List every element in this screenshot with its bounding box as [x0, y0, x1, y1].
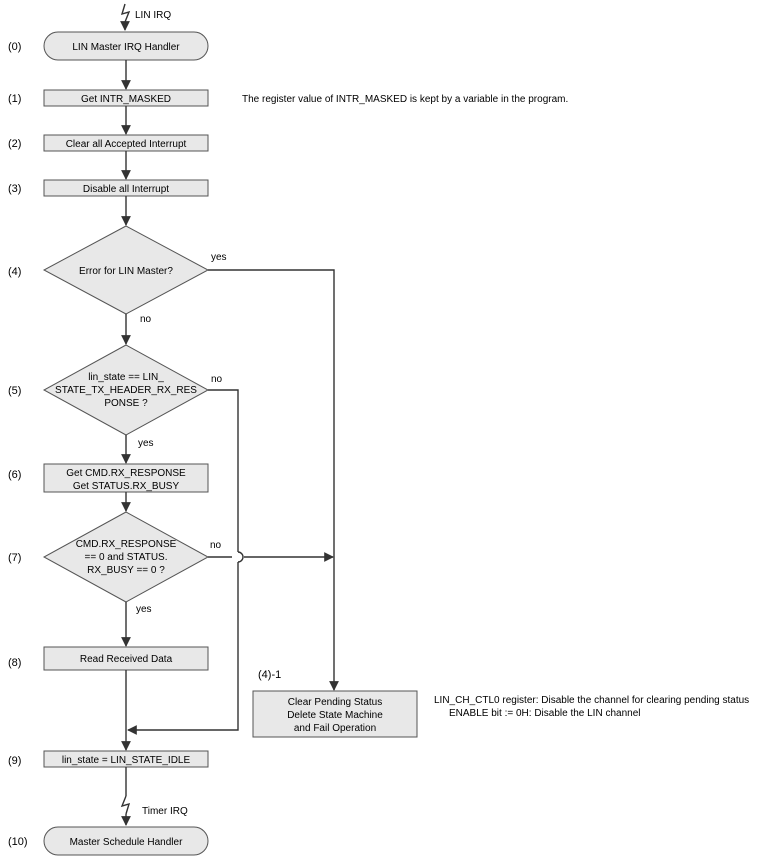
- step-10-label: (10): [8, 836, 28, 848]
- step-3-label: (3): [8, 183, 21, 195]
- line-hop: [237, 551, 244, 563]
- handler-label: LIN Master IRQ Handler: [72, 42, 180, 53]
- no-branch-5: no: [211, 374, 223, 385]
- clear-interrupt-label: Clear all Accepted Interrupt: [66, 139, 187, 150]
- step-0-label: (0): [8, 41, 21, 53]
- no-branch-4: no: [140, 314, 152, 325]
- schedule-handler-terminal: [43, 826, 209, 856]
- get-intr-masked-label: Get INTR_MASKED: [81, 94, 171, 105]
- line-5-no-upper: [208, 389, 239, 552]
- step-8-label: (8): [8, 657, 21, 669]
- step-5-label: (5): [8, 385, 21, 397]
- rx-decision-line-3: RX_BUSY == 0 ?: [87, 565, 165, 576]
- state-decision-line-3: PONSE ?: [104, 398, 148, 409]
- schedule-handler-label: Master Schedule Handler: [70, 837, 184, 848]
- step-4-label: (4): [8, 266, 21, 278]
- clear-pending-line-2: Delete State Machine: [287, 710, 383, 721]
- error-decision-label: Error for LIN Master?: [79, 266, 173, 277]
- rx-decision-line-1: CMD.RX_RESPONSE: [76, 539, 177, 550]
- step-4-1-label: (4)-1: [258, 669, 281, 681]
- clear-pending-box: [252, 690, 418, 738]
- step-6-label: (6): [8, 469, 21, 481]
- step-1-label: (1): [8, 93, 21, 105]
- clear-pending-line-1: Clear Pending Status: [288, 697, 383, 708]
- lin-ch-note-line-1: LIN_CH_CTL0 register: Disable the channe…: [434, 695, 749, 706]
- get-cmd-status-line-1: Get CMD.RX_RESPONSE: [66, 468, 186, 479]
- line-5-no-lower: [127, 562, 239, 735]
- lin-ch-note-line-2: ENABLE bit := 0H: Disable the LIN channe…: [449, 708, 641, 719]
- state-decision-line-1: lin_state == LIN_: [88, 372, 164, 383]
- step-7-label: (7): [8, 552, 21, 564]
- arrow-4-yes-to-4-1: [208, 269, 339, 691]
- disable-interrupt-label: Disable all Interrupt: [83, 184, 169, 195]
- intr-masked-note: The register value of INTR_MASKED is kep…: [242, 94, 568, 105]
- yes-branch-7: yes: [136, 604, 152, 615]
- yes-branch-4: yes: [211, 252, 227, 263]
- lin-irq-lightning-icon: [120, 3, 131, 23]
- set-idle-label: lin_state = LIN_STATE_IDLE: [62, 755, 191, 766]
- get-cmd-status-line-2: Get STATUS.RX_BUSY: [73, 481, 180, 492]
- no-branch-7: no: [210, 540, 222, 551]
- get-cmd-status-box: [43, 463, 209, 493]
- timer-irq-lightning-icon: [120, 795, 131, 815]
- lin-irq-label: LIN IRQ: [135, 10, 171, 21]
- timer-irq-label: Timer IRQ: [142, 806, 188, 817]
- yes-branch-5: yes: [138, 438, 154, 449]
- clear-pending-line-3: and Fail Operation: [294, 723, 376, 734]
- step-2-label: (2): [8, 138, 21, 150]
- rx-decision-line-2: == 0 and STATUS.: [84, 552, 167, 563]
- step-9-label: (9): [8, 755, 21, 767]
- read-data-label: Read Received Data: [80, 654, 173, 665]
- state-decision-line-2: STATE_TX_HEADER_RX_RES: [55, 385, 197, 396]
